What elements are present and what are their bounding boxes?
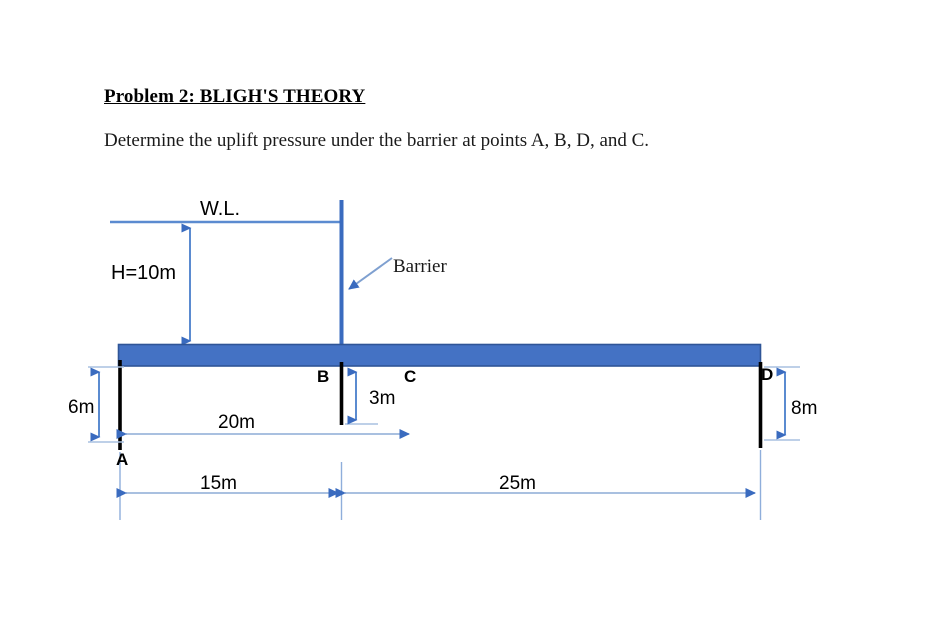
head-label: H=10m <box>111 262 177 284</box>
barrier-label: Barrier <box>393 256 447 277</box>
intermediate-pile-depth-label: 3m <box>369 388 396 409</box>
barrier-leader-line <box>348 257 393 290</box>
left-span-label: 15m <box>200 473 237 494</box>
right-span-label: 25m <box>499 473 536 494</box>
page-title: Problem 2: BLIGH'S THEORY <box>104 86 366 107</box>
point-label-d: D <box>761 365 774 384</box>
problem-statement: Determine the uplift pressure under the … <box>104 130 650 151</box>
upstream-pile-depth-label: 6m <box>68 397 95 418</box>
floor-slab <box>117 343 762 367</box>
downstream-pile-depth-label: 8m <box>791 398 818 419</box>
point-label-c: C <box>404 367 417 386</box>
water-level-label: W.L. <box>200 198 241 220</box>
point-label-a: A <box>116 450 129 469</box>
point-label-b: B <box>317 367 330 386</box>
span-to-intermediate-label: 20m <box>218 412 255 433</box>
